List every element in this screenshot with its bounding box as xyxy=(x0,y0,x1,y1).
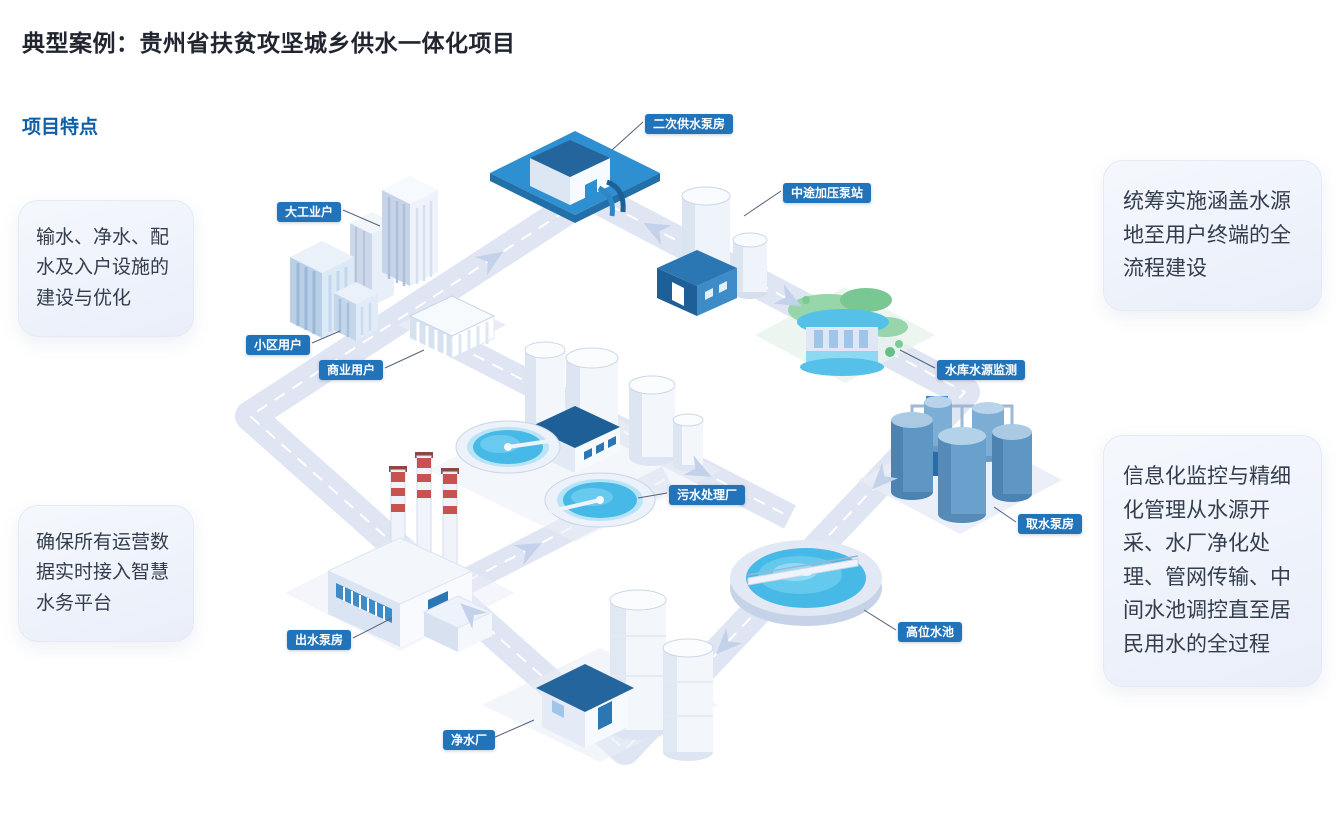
callout-full-process-text: 统筹实施涵盖水源地至用户终端的全流程建设 xyxy=(1123,190,1291,281)
storage-tanks xyxy=(609,589,714,761)
diagram-label-commercial-users: 商业用户 xyxy=(319,360,384,381)
secondary-pump-house-building xyxy=(490,131,660,223)
residential-buildings xyxy=(290,241,378,341)
callout-info-monitoring: 信息化监控与精细化管理从水源开采、水厂净化处理、管网传输、中间水池调控直至居民用… xyxy=(1103,435,1322,687)
industrial-buildings xyxy=(350,176,438,306)
elevated-pool xyxy=(730,540,882,626)
purification-plant-house xyxy=(536,664,634,748)
callout-info-monitoring-text: 信息化监控与精细化管理从水源开采、水厂净化处理、管网传输、中间水池调控直至居民用… xyxy=(1123,465,1291,656)
diagram-label-elevated-pool: 高位水池 xyxy=(898,622,963,643)
diagram-label-outlet-pump-house: 出水泵房 xyxy=(287,630,352,651)
diagram-label-residential-users: 小区用户 xyxy=(246,335,311,356)
intake-pump-tanks xyxy=(891,396,1032,523)
callout-realtime-data: 确保所有运营数据实时接入智慧水务平台 xyxy=(18,505,194,643)
callout-transmission: 输水、净水、配水及入户设施的建设与优化 xyxy=(18,200,194,338)
diagram-label-sewage-plant: 污水处理厂 xyxy=(669,485,746,506)
diagram-label-secondary-pump-house: 二次供水泵房 xyxy=(645,114,734,135)
diagram-label-booster-pump-station: 中途加压泵站 xyxy=(783,183,872,204)
callout-realtime-data-text: 确保所有运营数据实时接入智慧水务平台 xyxy=(36,532,170,614)
diagram-label-purification-plant: 净水厂 xyxy=(443,730,496,751)
callout-full-process: 统筹实施涵盖水源地至用户终端的全流程建设 xyxy=(1103,160,1322,311)
diagram-label-intake-pump-house: 取水泵房 xyxy=(1018,514,1083,535)
commercial-building xyxy=(398,295,506,359)
diagram-label-industrial-users: 大工业户 xyxy=(277,202,342,223)
sewage-treatment-plant xyxy=(455,341,704,528)
callout-transmission-text: 输水、净水、配水及入户设施的建设与优化 xyxy=(36,227,170,309)
flow-arrows xyxy=(460,222,898,655)
page-title: 典型案例：贵州省扶贫攻坚城乡供水一体化项目 xyxy=(22,30,516,56)
section-heading: 项目特点 xyxy=(22,117,99,138)
reservoir-dam xyxy=(788,288,908,376)
diagram-label-reservoir-monitoring: 水库水源监测 xyxy=(937,360,1026,381)
booster-pump-station-building xyxy=(657,186,768,316)
outlet-pump-factory xyxy=(326,452,494,652)
label-leader-lines xyxy=(311,121,1017,739)
